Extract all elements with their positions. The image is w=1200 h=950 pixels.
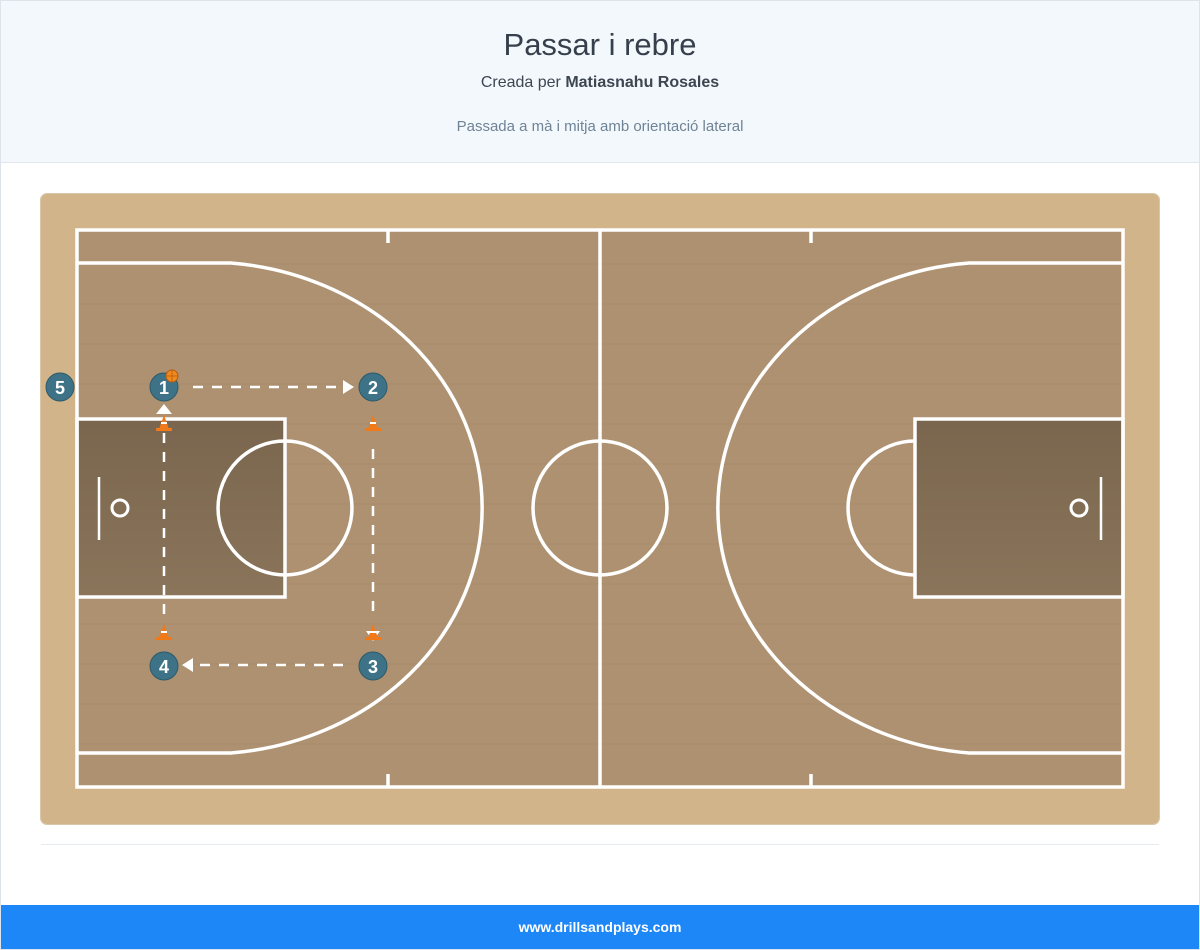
right-paint	[915, 419, 1123, 597]
court-lines	[75, 228, 1125, 789]
drill-lines	[162, 385, 375, 667]
cone-icon	[156, 415, 172, 431]
arrow-left-icon	[182, 658, 193, 672]
arrow-right-icon	[343, 380, 354, 394]
player-5-label: 5	[55, 378, 65, 398]
cone-icon	[365, 415, 381, 431]
drill-description: Passada a mà i mitja amb orientació late…	[456, 118, 744, 135]
player-1-label: 1	[159, 378, 169, 398]
content-divider	[41, 844, 1159, 845]
player-2[interactable]: 2	[358, 372, 388, 402]
author-name: Matiasnahu Rosales	[565, 74, 720, 91]
created-by-label: Creada per	[480, 74, 561, 91]
court-diagram: 1 2 3 4 5	[41, 194, 1159, 824]
player-3-label: 3	[368, 657, 378, 677]
cone-icon	[365, 624, 381, 640]
footer-site-link[interactable]: www.drillsandplays.com	[518, 919, 682, 935]
left-paint	[77, 419, 285, 597]
drill-header: Passar i rebre Creada per Matiasnahu Ros…	[1, 1, 1199, 163]
player-4-label: 4	[159, 657, 169, 677]
player-2-label: 2	[368, 378, 378, 398]
player-4[interactable]: 4	[149, 651, 179, 681]
author-line: Creada per Matiasnahu Rosales	[1, 74, 1199, 92]
drill-title: Passar i rebre	[503, 27, 697, 62]
cones	[156, 415, 381, 640]
basketball-icon	[165, 369, 179, 383]
cone-icon	[156, 624, 172, 640]
arrowheads	[156, 380, 380, 672]
player-5[interactable]: 5	[45, 372, 75, 402]
arrow-up-icon	[156, 404, 172, 414]
site-footer: www.drillsandplays.com	[1, 905, 1199, 949]
player-3[interactable]: 3	[358, 651, 388, 681]
